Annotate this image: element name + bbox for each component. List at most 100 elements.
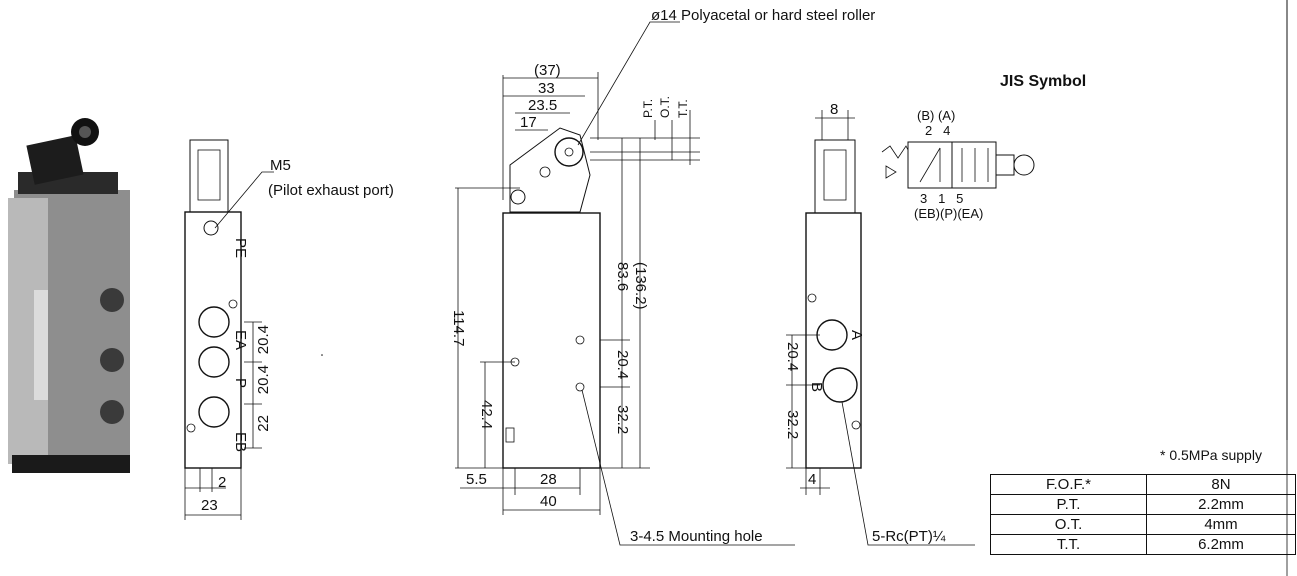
front-dim-17-text: 17 <box>520 114 537 131</box>
mounting-hole-label: 3-4.5 Mounting hole <box>630 528 763 545</box>
rear-mount-hole-1 <box>807 293 817 303</box>
m5-label: M5 <box>270 157 291 174</box>
valve-base-photo <box>12 455 130 473</box>
side-dim-20-4-a: 20.4 <box>255 325 272 354</box>
rear-dim-4-text: 4 <box>808 471 816 488</box>
front-dim-28-text: 28 <box>540 471 557 488</box>
spec-key: F.O.F.* <box>990 474 1147 495</box>
symbol-top-numbers: 2 4 <box>925 123 950 138</box>
front-mount-hole-3 <box>575 382 585 392</box>
side-head-outline <box>189 139 229 213</box>
rear-dim-8-text: 8 <box>830 101 838 118</box>
side-port-p: P <box>232 378 249 388</box>
port-photo-1 <box>100 288 124 312</box>
spec-value: 8N <box>1146 474 1296 495</box>
rear-dim-32-2-text: 32.2 <box>784 410 801 439</box>
front-roller-axle <box>564 147 574 157</box>
table-row: F.O.F.* 8N <box>990 474 1296 495</box>
symbol-arrow-1 <box>919 147 941 183</box>
rear-dim-20-4-text: 20.4 <box>784 342 801 371</box>
roller-arm-photo <box>26 135 84 185</box>
stroke-ot-label: O.T. <box>658 96 672 118</box>
port-thread-label: 5-Rc(PT)¼ <box>872 528 946 545</box>
side-dim-2: 2 <box>218 474 226 491</box>
front-dim-32-2-text: 32.2 <box>614 405 631 434</box>
front-pivot-2 <box>510 189 526 205</box>
product-photo <box>8 118 130 473</box>
symbol-bottom-numbers: 3 1 5 <box>920 191 963 206</box>
stray-dot <box>321 354 323 356</box>
side-roller-outline <box>197 149 221 201</box>
front-lever <box>509 127 591 213</box>
pilot-exhaust-port <box>203 220 219 236</box>
roller-leader <box>577 21 680 146</box>
front-roller <box>554 137 584 167</box>
rear-port-b <box>822 367 858 403</box>
side-mount-hole-2 <box>186 423 196 433</box>
symbol-roller <box>1013 154 1035 176</box>
front-dim-114-7-text: 114.7 <box>450 310 467 346</box>
symbol-top-labels: (B) (A) <box>917 108 955 123</box>
symbol-actuator <box>995 154 1015 176</box>
table-row: P.T. 2.2mm <box>990 494 1296 515</box>
symbol-spring <box>881 145 909 159</box>
port-ea-circle <box>198 306 230 338</box>
front-pivot <box>539 166 551 178</box>
m5-leader <box>214 171 274 229</box>
port-photo-2 <box>100 348 124 372</box>
front-dim-40-text: 40 <box>540 493 557 510</box>
side-dim-20-4-b: 20.4 <box>255 365 272 394</box>
stroke-pt-label: P.T. <box>641 99 655 118</box>
roller-hub-photo <box>79 126 91 138</box>
rear-body-outline <box>805 212 862 469</box>
spec-value: 4mm <box>1146 514 1296 535</box>
spec-value: 6.2mm <box>1146 534 1296 555</box>
front-dim-5-5-text: 5.5 <box>466 471 487 488</box>
mounting-hole-leader <box>581 389 795 546</box>
symbol-pilot <box>885 165 897 179</box>
front-dim-42-4-text: 42.4 <box>478 400 495 429</box>
roller-label: ø14 Polyacetal or hard steel roller <box>651 7 875 24</box>
symbol-bottom-labels: (EB)(P)(EA) <box>914 206 983 221</box>
rear-port-a <box>816 319 848 351</box>
table-row: O.T. 4mm <box>990 514 1296 535</box>
symbol-box-right <box>951 141 997 189</box>
front-dim-136-2-text: (136.2) <box>632 262 649 310</box>
front-dim-20-4-text: 20.4 <box>614 350 631 379</box>
port-thread-leader <box>841 401 975 546</box>
front-dim-37-text: (37) <box>534 62 561 79</box>
front-body-outline <box>502 212 601 469</box>
front-dim-33-text: 33 <box>538 80 555 97</box>
supply-note: * 0.5MPa supply <box>1160 447 1262 463</box>
jis-symbol <box>881 141 1035 189</box>
spec-table: F.O.F.* 8N P.T. 2.2mm O.T. 4mm T.T. 6.2m… <box>990 474 1296 555</box>
side-dim-23: 23 <box>201 497 218 514</box>
side-port-eb: EB <box>232 432 249 452</box>
rear-head-outline <box>814 139 856 214</box>
table-row: T.T. 6.2mm <box>990 534 1296 555</box>
spec-key: T.T. <box>990 534 1147 555</box>
rear-mount-hole-2 <box>851 420 861 430</box>
side-dim-22: 22 <box>255 415 272 432</box>
spec-value: 2.2mm <box>1146 494 1296 515</box>
rear-port-a-label: A <box>848 330 865 340</box>
spec-key: P.T. <box>990 494 1147 515</box>
front-dim-83-6-text: 83.6 <box>614 262 631 291</box>
port-photo-3 <box>100 400 124 424</box>
spec-key: O.T. <box>990 514 1147 535</box>
stroke-tt-label: T.T. <box>676 99 690 118</box>
port-eb-circle <box>198 396 230 428</box>
front-mount-hole-2 <box>575 335 585 345</box>
rear-port-b-label: B <box>808 382 825 392</box>
port-p-circle <box>198 346 230 378</box>
front-dim-23-5-text: 23.5 <box>528 97 557 114</box>
rear-roller-outline <box>823 149 847 201</box>
pilot-exhaust-label: (Pilot exhaust port) <box>268 182 394 199</box>
front-bottom-tab <box>505 427 515 443</box>
side-mount-hole <box>228 299 238 309</box>
side-port-pe: PE <box>232 238 249 258</box>
front-view <box>455 21 795 546</box>
nameplate-photo <box>34 290 48 400</box>
side-view <box>184 139 274 520</box>
